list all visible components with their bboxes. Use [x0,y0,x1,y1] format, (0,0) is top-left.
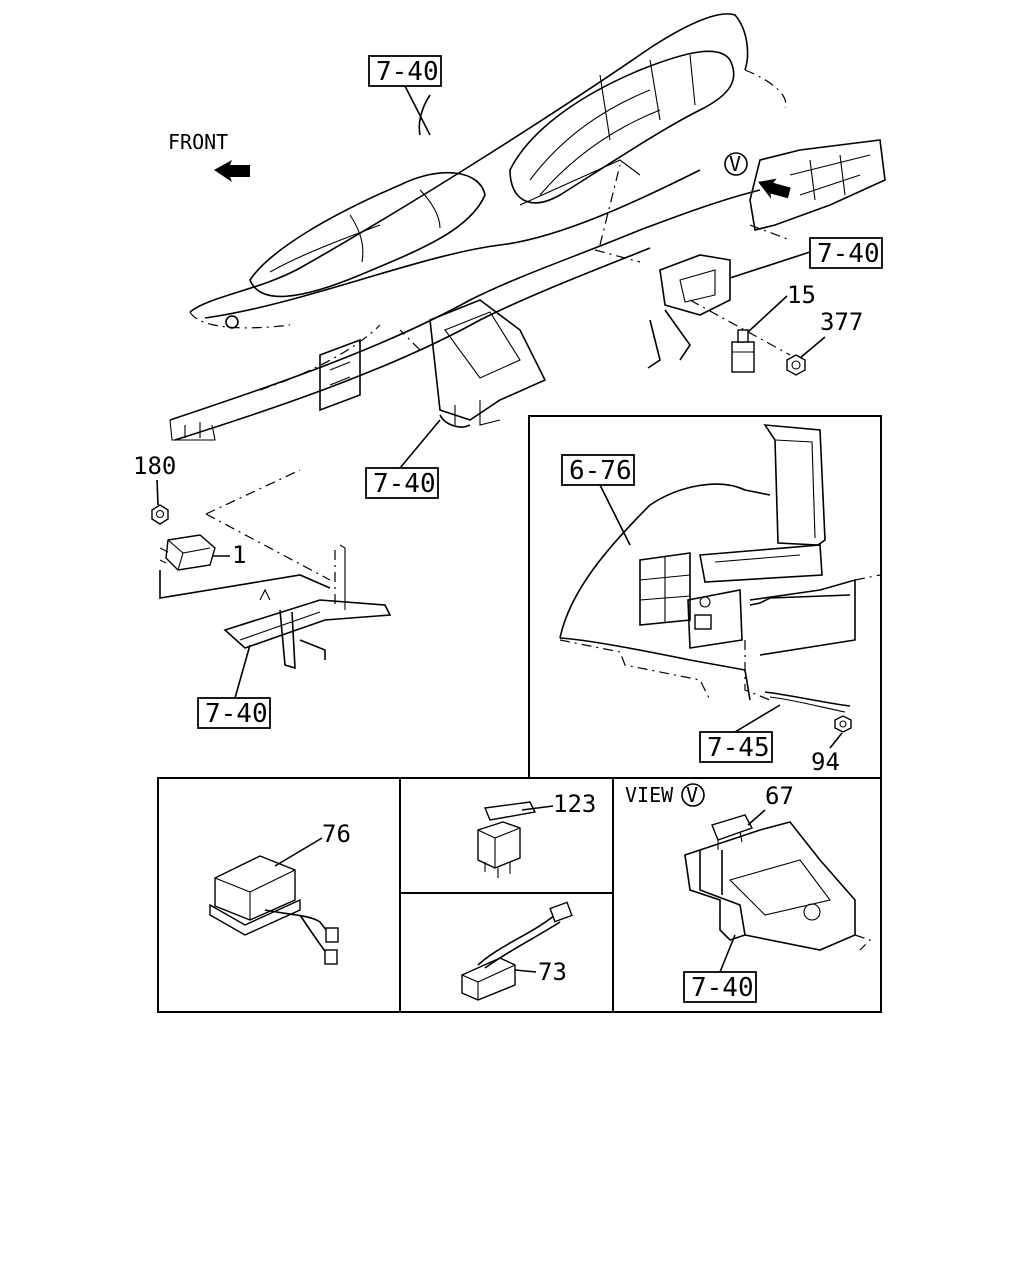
part-377-nut: 377 [786,308,863,376]
view-arrow-icon [758,178,791,199]
ref-box-7-45: 7-45 [699,704,781,763]
callout-15: 15 [787,281,816,309]
part-1-module: 1 [159,534,246,571]
ref-box-7-40-view: 7-40 [683,934,757,1003]
callout-67: 67 [765,782,794,810]
svg-text:7-40: 7-40 [205,699,268,729]
panel-right-section [749,139,886,241]
part-76-module: 76 [209,820,351,965]
svg-text:7-40: 7-40 [817,239,880,269]
svg-text:7-45: 7-45 [707,733,770,763]
part-15-relay: 15 [731,281,816,373]
view-caption-circle: V [686,783,698,807]
view-marker: V [724,152,791,199]
callout-1: 1 [232,541,246,569]
instrument-panel [169,13,791,441]
svg-text:7-40: 7-40 [373,469,436,499]
callout-94-group: 94 [811,732,843,776]
ref-box-7-40-top: 7-40 [368,55,442,136]
view-caption: VIEW [625,783,674,807]
callout-73: 73 [538,958,567,986]
part-180-nut: 180 [133,452,176,525]
svg-text:7-40: 7-40 [376,57,439,87]
view-marker-label: V [729,152,741,176]
ref-box-6-76: 6-76 [561,454,635,546]
ref-box-7-40-right: 7-40 [729,237,883,279]
svg-text:7-40: 7-40 [691,973,754,1003]
console-inset [528,415,882,779]
callout-76: 76 [322,820,351,848]
callout-180: 180 [133,452,176,480]
part-123-relay: 123 [477,790,596,878]
lower-bracket-left [159,469,392,670]
ref-box-7-40-centre: 7-40 [365,419,441,499]
front-indicator: FRONT [168,130,250,182]
svg-text:6-76: 6-76 [569,456,632,486]
part-73-harness: 73 [461,901,573,1001]
front-arrow-icon [214,160,250,182]
front-label: FRONT [168,130,228,154]
bottom-panels [157,777,882,1013]
view-v-panel: VIEW V 67 [625,782,872,951]
ref-box-7-40-left-lower: 7-40 [197,644,271,729]
callout-123: 123 [553,790,596,818]
callout-94: 94 [811,748,840,776]
callout-377: 377 [820,308,863,336]
